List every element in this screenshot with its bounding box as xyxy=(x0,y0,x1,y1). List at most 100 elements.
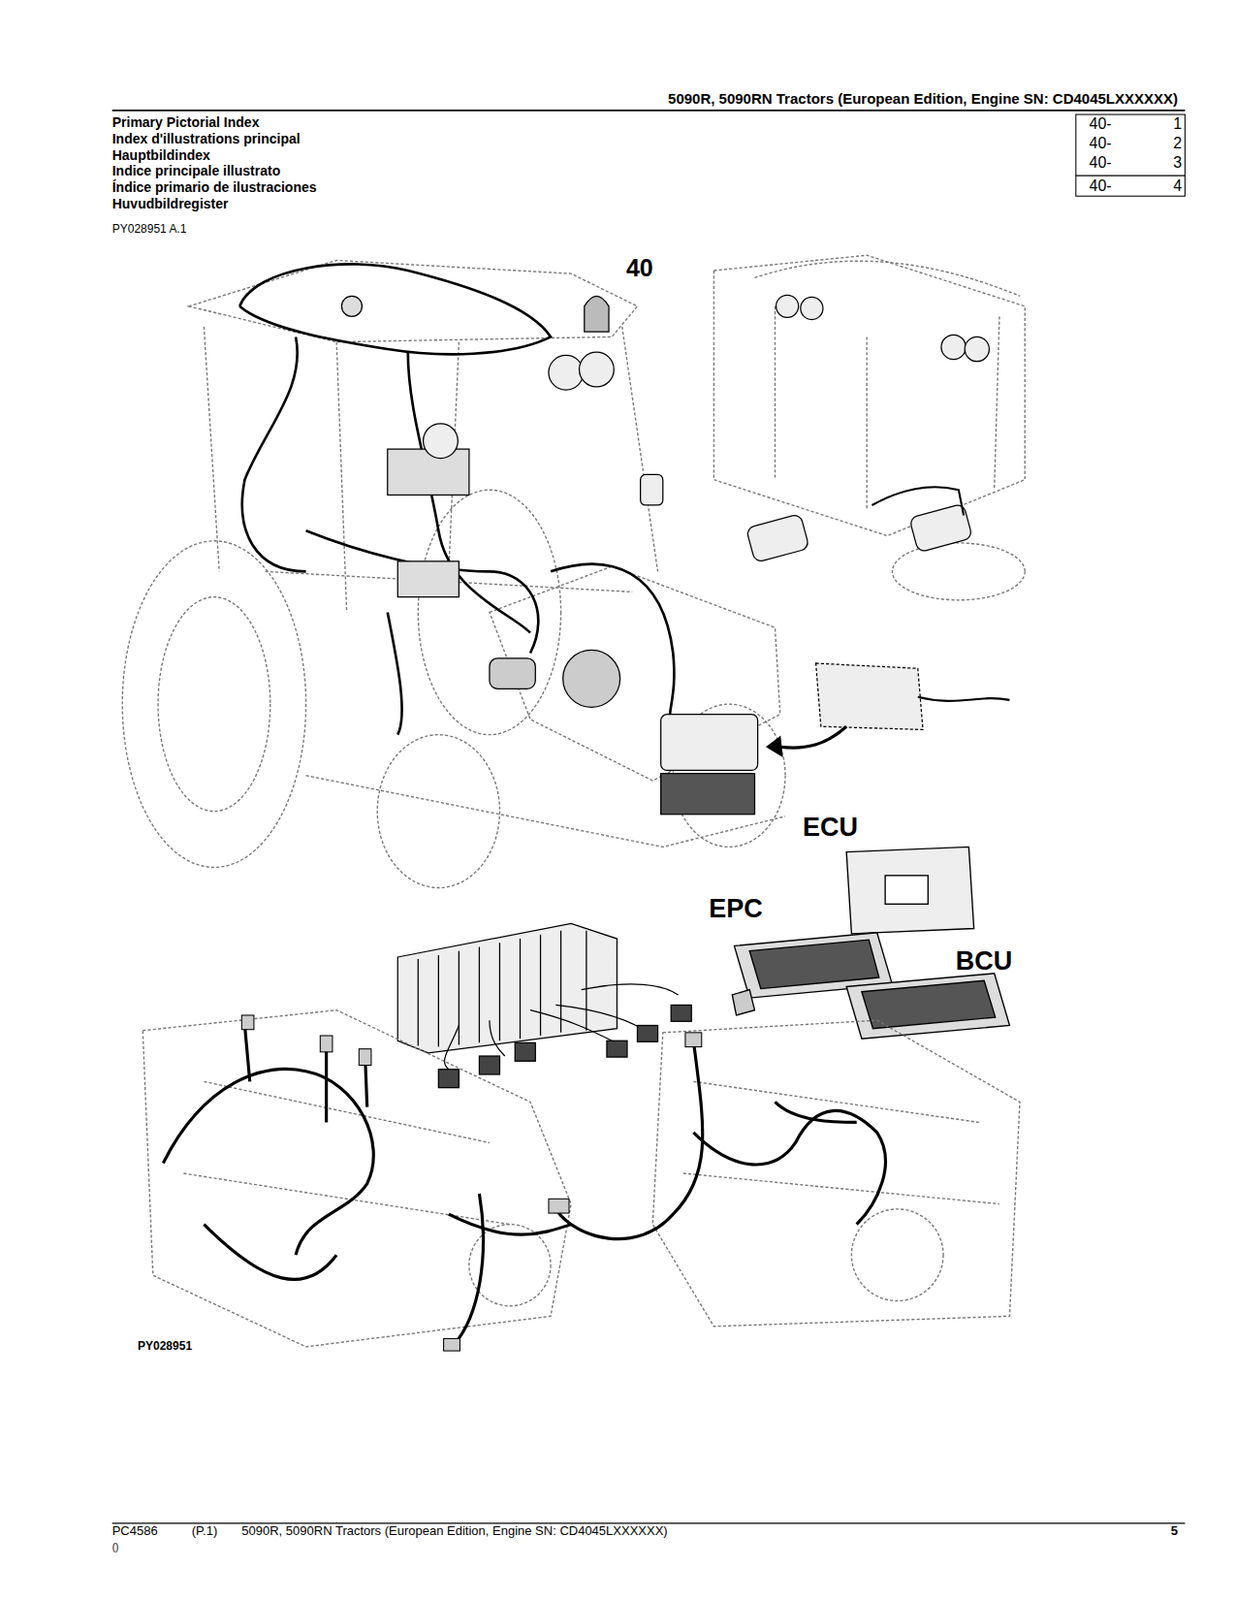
fuse-panel xyxy=(387,448,470,495)
relay xyxy=(670,1004,692,1021)
work-lamp xyxy=(423,423,459,459)
part-name: BCU xyxy=(955,947,1014,977)
table-cell: 40- xyxy=(1089,177,1112,195)
ecu-label-plate xyxy=(885,875,928,904)
connector xyxy=(241,1014,254,1030)
header-title: 5090R, 5090RN Tractors (European Edition… xyxy=(667,91,1178,108)
cab-roof xyxy=(754,260,1020,296)
relay xyxy=(636,1024,658,1042)
cab-pillars xyxy=(775,306,1000,510)
connector xyxy=(319,1035,333,1052)
epc-cover xyxy=(749,939,880,988)
engine-lines xyxy=(683,1080,1000,1204)
table-cell: 40- xyxy=(1089,134,1112,153)
connector xyxy=(358,1048,372,1066)
lamp-wire xyxy=(871,486,964,515)
callout-number: 40 xyxy=(626,254,654,283)
header-rule xyxy=(112,109,1186,112)
tractor-outline xyxy=(713,254,1025,601)
fuse-housing xyxy=(397,922,617,1053)
battery xyxy=(661,773,756,815)
relay xyxy=(438,1069,459,1088)
transmission xyxy=(142,1010,571,1347)
connector xyxy=(685,1032,702,1047)
harness xyxy=(162,1068,374,1255)
connector xyxy=(731,989,755,1015)
connector xyxy=(443,1337,461,1351)
connector xyxy=(548,1198,570,1213)
work-lamp xyxy=(548,354,584,390)
harness xyxy=(203,1224,337,1280)
beacon xyxy=(584,295,609,332)
front-grille xyxy=(661,714,759,771)
index-heading: Huvudbildregister xyxy=(112,196,229,212)
roof-harness xyxy=(239,263,551,354)
footer-title: 5090R, 5090RN Tractors (European Edition… xyxy=(241,1523,667,1538)
relay xyxy=(514,1042,536,1061)
cab-pillars xyxy=(203,326,658,613)
harness xyxy=(306,530,539,653)
index-heading: Primary Pictorial Index xyxy=(112,115,260,130)
starter xyxy=(489,658,536,690)
index-heading: Index d'illustrations principal xyxy=(112,131,301,147)
table-cell: 2 xyxy=(1172,134,1182,153)
table-cell: 3 xyxy=(1172,154,1182,172)
relay xyxy=(478,1055,500,1075)
work-lamp xyxy=(776,294,799,317)
wheel xyxy=(891,542,1025,601)
table-cell: 40- xyxy=(1089,115,1112,133)
index-heading: Índice primario de ilustraciones xyxy=(112,180,317,195)
harness xyxy=(775,1101,857,1122)
harness xyxy=(693,1109,886,1224)
harness xyxy=(555,1040,702,1238)
index-heading: Hauptbildindex xyxy=(112,148,211,163)
page-number: 5 xyxy=(1171,1523,1178,1538)
harness xyxy=(453,1193,483,1345)
index-heading: Indice principale illustrato xyxy=(112,163,281,179)
bcu-module xyxy=(846,973,1010,1039)
air-intake xyxy=(816,663,923,729)
figure-id: PY028951 xyxy=(137,1339,192,1353)
work-lamp xyxy=(579,351,615,387)
relay xyxy=(606,1040,628,1057)
lower-harness xyxy=(162,1024,886,1344)
harness-branches xyxy=(244,1024,367,1122)
chassis xyxy=(265,570,787,847)
table-cell: 40- xyxy=(1089,154,1112,172)
footer-note: () xyxy=(112,1541,120,1553)
tractor-outline xyxy=(122,260,786,888)
cab xyxy=(713,254,1025,536)
connector-block xyxy=(397,561,459,598)
engine-pulley xyxy=(851,1208,944,1301)
fuse-slots xyxy=(417,930,587,1047)
drivetrain-outline xyxy=(142,1010,1020,1347)
engine xyxy=(652,1019,1020,1327)
table-cell: 4 xyxy=(1172,177,1182,195)
work-lamp xyxy=(800,296,824,319)
arrow-head xyxy=(766,736,783,757)
harness xyxy=(242,336,307,571)
part-name: EPC xyxy=(708,894,763,924)
table-rule xyxy=(1076,175,1186,177)
footer-code: PC4586 xyxy=(112,1523,159,1538)
harness xyxy=(387,611,403,734)
harness-connectors xyxy=(241,1014,701,1351)
cab-harness xyxy=(239,263,674,734)
figure-ref: PY028951 A.1 xyxy=(112,222,188,236)
lamp xyxy=(640,474,664,506)
part-name: ECU xyxy=(802,813,858,843)
work-lamp xyxy=(964,336,989,361)
control-units xyxy=(731,846,1010,1039)
wire xyxy=(918,697,1011,701)
headlight xyxy=(746,513,810,564)
bcu-cover xyxy=(861,980,996,1028)
ecu-module xyxy=(846,846,974,933)
harness xyxy=(448,1213,571,1235)
cab-components xyxy=(341,295,1010,814)
index-table xyxy=(1076,114,1186,196)
rear-wheel xyxy=(122,540,306,868)
connector xyxy=(341,295,362,317)
harness xyxy=(550,564,674,735)
